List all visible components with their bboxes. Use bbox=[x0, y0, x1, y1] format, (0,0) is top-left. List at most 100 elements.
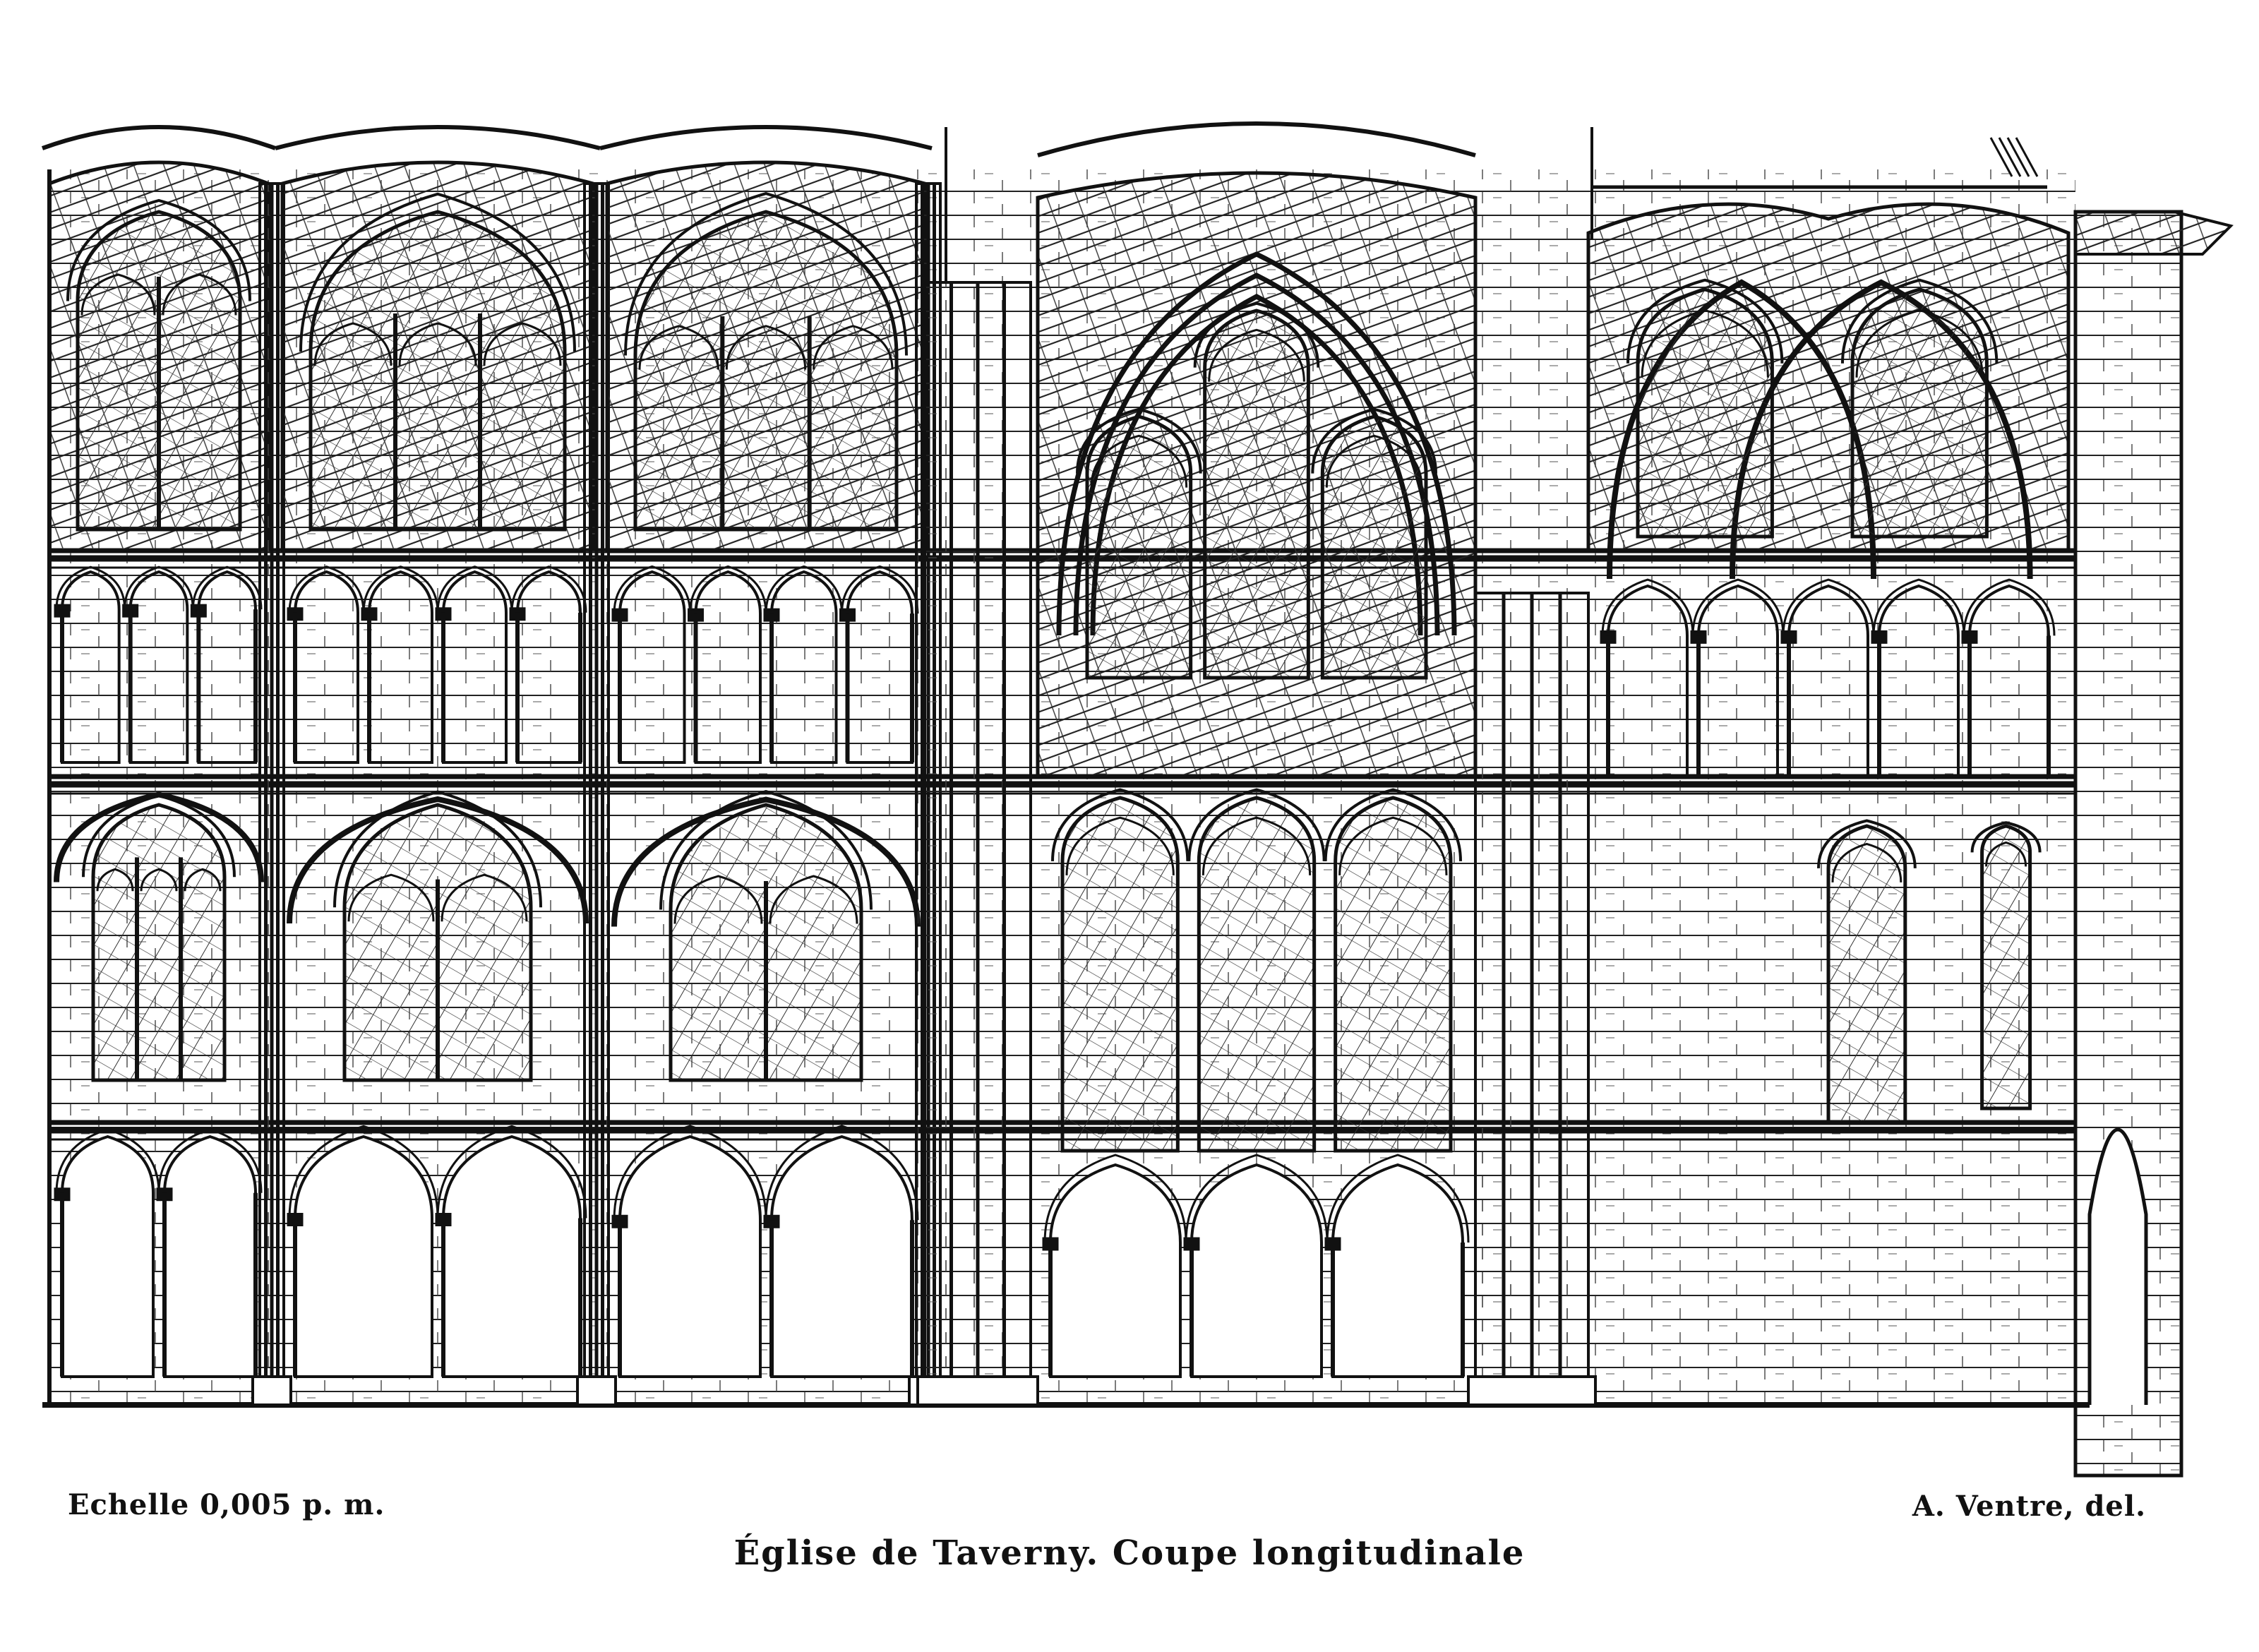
nave-bay-1-aisle-arch bbox=[56, 795, 261, 882]
end-wall-doorway bbox=[2090, 1130, 2146, 1405]
transept-bay-1-upper-lancet bbox=[1087, 417, 1191, 678]
transept-bay-1-upper-lancet-light-head bbox=[1326, 436, 1422, 487]
nave-bay-2-blind-arcade-archivolt bbox=[438, 1126, 586, 1218]
transept-bay-1-lower-lancet bbox=[1062, 798, 1178, 1151]
transept-bay-1-lower-lancet-hood bbox=[1326, 790, 1461, 861]
transept-bay-1-lower-lancet-light-head bbox=[1203, 818, 1310, 875]
choir-bay-1-triforium-arch bbox=[1698, 586, 1778, 777]
nave-bay-1-blind-arcade-arch bbox=[62, 1137, 153, 1377]
choir-bay-1-clerestory-left-hood bbox=[1628, 280, 1782, 364]
draughtsman-credit: A. Ventre, del. bbox=[1912, 1490, 2146, 1523]
nave-bay-3-triforium-archivolt bbox=[690, 566, 767, 613]
nave-bay-3-roof-extrados bbox=[600, 127, 932, 148]
roof-rafter bbox=[1991, 138, 2012, 176]
choir-bay-1-aisle-lancet-hood bbox=[1818, 820, 1915, 868]
plate-title: Église de Taverny. Coupe longitudinale bbox=[733, 1533, 1526, 1573]
roof-rafter bbox=[2008, 138, 2029, 176]
roof-rafter bbox=[1999, 138, 2020, 176]
nave-bay-2-clerestory-window-light-head bbox=[400, 323, 476, 366]
transept-bay-1-lower-lancet-hood bbox=[1189, 790, 1324, 861]
nave-bay-3-triforium-arch bbox=[620, 572, 685, 762]
choir-bay-1-clerestory-left-light-head bbox=[1642, 311, 1768, 378]
nave-bay-3-blind-arcade-arch bbox=[620, 1137, 760, 1377]
choir-bay-1-aisle-lancet-narrow-light-head bbox=[1987, 842, 2026, 866]
nave-bay-3-triforium-arch bbox=[696, 572, 761, 762]
end-wall-cornice bbox=[2075, 212, 2231, 254]
transept-bay-1-blind-arcade-archivolt bbox=[1327, 1155, 1468, 1243]
nave-bay-1-blind-arcade-archivolt bbox=[159, 1130, 261, 1193]
nave-bay-3-aisle-window-light-head bbox=[770, 876, 857, 924]
nave-bay-3-triforium-archivolt bbox=[614, 566, 690, 613]
choir-bay-1-clerestory-left bbox=[1638, 289, 1772, 537]
nave-bay-1-aisle-window-light-head bbox=[141, 869, 176, 891]
nave-bay-1-triforium-archivolt bbox=[56, 567, 125, 609]
transept-bay-1-upper-lancet-hood bbox=[1312, 409, 1436, 474]
nave-bay-2-aisle-arch bbox=[289, 799, 586, 923]
nave-bay-2-aisle-window-light-head bbox=[442, 875, 527, 921]
nave-bay-2-clerestory-window-light-head bbox=[484, 323, 561, 366]
choir-bay-1-triforium-archivolt bbox=[1964, 580, 2054, 635]
transept-bay-1-lower-lancet bbox=[1199, 798, 1314, 1151]
nave-bay-3-blind-arcade-archivolt bbox=[614, 1126, 766, 1220]
nave-bay-1-clerestory-window-light-head bbox=[82, 275, 155, 316]
nave-bay-3-blind-arcade-arch bbox=[772, 1137, 912, 1377]
nave-bay-2-blind-arcade-archivolt bbox=[289, 1126, 438, 1218]
nave-bay-2-triforium-arch bbox=[517, 572, 580, 762]
transept-bay-1-blind-arcade-arch bbox=[1192, 1165, 1322, 1377]
choir-bay-1-clerestory-right-hood bbox=[1842, 280, 1996, 364]
transept-bay-1-roof-extrados bbox=[1038, 124, 1475, 155]
nave-bay-1-clerestory-window-light-head bbox=[163, 275, 236, 316]
choir-bay-1-triforium-arch bbox=[1970, 586, 2049, 777]
nave-bay-2-clerestory-window bbox=[311, 212, 565, 529]
nave-bay-1-triforium-archivolt bbox=[193, 567, 261, 609]
transept-bay-1-blind-arcade-archivolt bbox=[1045, 1155, 1186, 1243]
choir-bay-1-triforium-arch bbox=[1608, 586, 1687, 777]
nave-bay-3-clerestory-window-light-head bbox=[640, 326, 718, 370]
choir-bay-1-triforium-arch bbox=[1789, 586, 1868, 777]
transept-bay-1-blind-arcade-arch bbox=[1333, 1165, 1463, 1377]
choir-bay-1-aisle-lancet-light-head bbox=[1833, 844, 1901, 882]
nave-bay-3-clerestory-window-hood bbox=[625, 193, 906, 355]
nave-bay-3-triforium-arch bbox=[772, 572, 837, 762]
nave-bay-2-triforium-arch bbox=[295, 572, 358, 762]
transept-bay-1-upper-lancet-light-head bbox=[1209, 330, 1305, 381]
nave-bay-1-blind-arcade-arch bbox=[164, 1137, 256, 1377]
nave-bay-2-respond-base bbox=[577, 1377, 616, 1405]
nave-bay-2-triforium-archivolt bbox=[364, 567, 438, 613]
transept-bay-1-lower-lancet-light-head bbox=[1340, 818, 1446, 875]
choir-bay-1-triforium-archivolt bbox=[1874, 580, 1964, 635]
nave-bay-2-clerestory-window-light-head bbox=[315, 323, 391, 366]
transept-bay-1-upper-lancet bbox=[1322, 417, 1426, 678]
transept-bay-1-lower-lancet-light-head bbox=[1067, 818, 1173, 875]
nave-bay-2-triforium-archivolt bbox=[512, 567, 586, 613]
choir-bay-1-triforium-archivolt bbox=[1693, 580, 1783, 635]
nave-bay-2-blind-arcade-arch bbox=[295, 1137, 432, 1377]
nave-bay-2-blind-arcade-arch bbox=[443, 1137, 580, 1377]
transept-bay-1-upper-lancet-light-head bbox=[1091, 436, 1187, 487]
nave-bay-2-triforium-archivolt bbox=[289, 567, 364, 613]
nave-bay-1-respond-base bbox=[253, 1377, 291, 1405]
nave-bay-1-aisle-window bbox=[93, 805, 224, 1080]
nave-bay-3-aisle-window-light-head bbox=[675, 876, 762, 924]
crossing-pier-base bbox=[918, 1377, 1038, 1405]
transept-bay-1-upper-lancet-hood bbox=[1195, 304, 1319, 368]
transept-bay-1-lower-lancet bbox=[1336, 798, 1451, 1151]
choir-bay-1-triforium-arch bbox=[1879, 586, 1958, 777]
nave-bay-3-clerestory-window-light-head bbox=[814, 326, 892, 370]
transept-bay-1-arch-order bbox=[1059, 254, 1454, 635]
nave-bay-1-triforium-arch bbox=[62, 572, 119, 762]
transept-bay-1-upper-lancet bbox=[1205, 311, 1309, 678]
transept-bay-1-blind-arcade-archivolt bbox=[1186, 1155, 1327, 1243]
nave-bay-1-triforium-arch bbox=[131, 572, 188, 762]
choir-bay-1-clerestory-right-light-head bbox=[1857, 311, 1982, 378]
nave-bay-3-triforium-archivolt bbox=[766, 566, 842, 613]
nave-bay-1-triforium-arch bbox=[198, 572, 256, 762]
transept-bay-1-blind-arcade-arch bbox=[1050, 1165, 1180, 1377]
transept-bay-1-lower-lancet-hood bbox=[1053, 790, 1187, 861]
roof-rafter bbox=[2016, 138, 2037, 176]
transept-bay-1-upper-lancet-hood bbox=[1077, 409, 1201, 474]
choir-bay-1-clerestory-right bbox=[1852, 289, 1987, 537]
nave-bay-3-aisle-window-hood bbox=[661, 791, 871, 909]
scale-caption: Echelle 0,005 p. m. bbox=[68, 1488, 385, 1521]
